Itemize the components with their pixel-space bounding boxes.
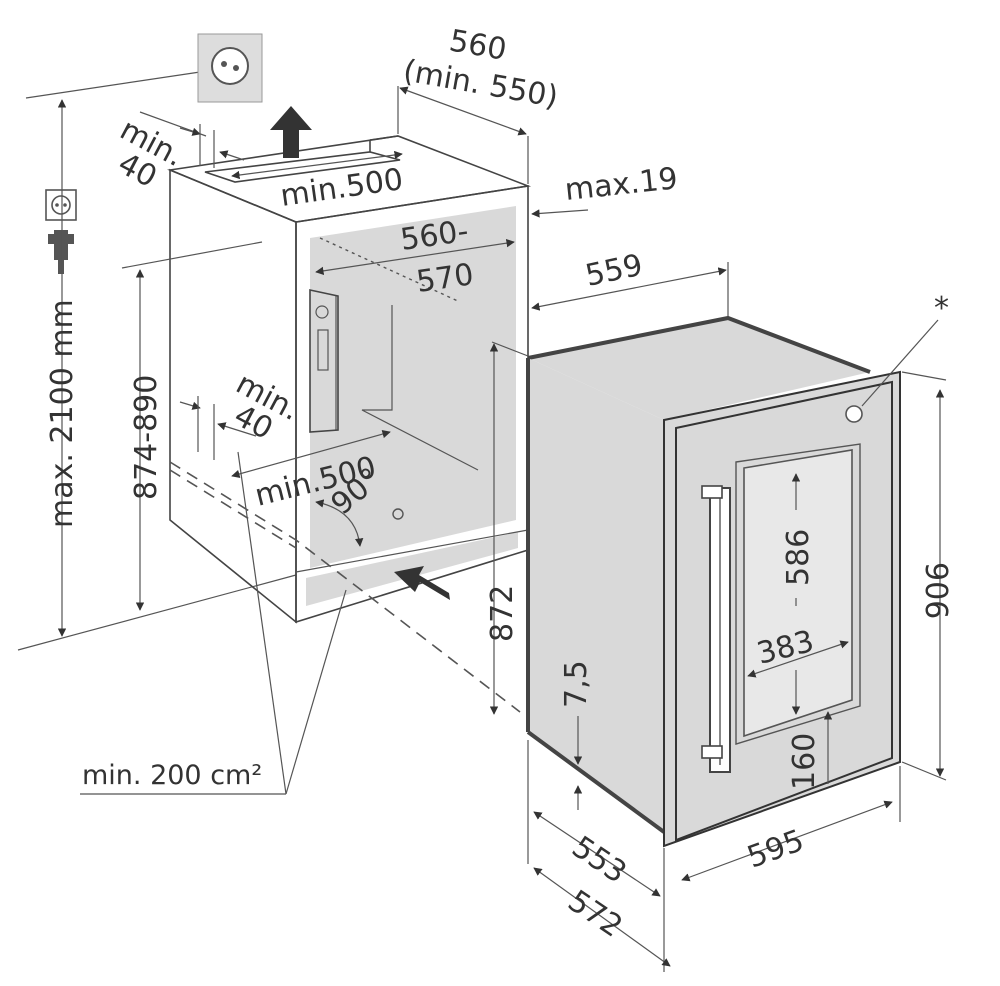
floor-line [17, 574, 297, 651]
label-depth-553: 553 [566, 830, 633, 891]
ceiling-line [25, 71, 201, 99]
label-max-2100: max. 2100 mm [45, 299, 80, 528]
socket-symbol-icon [45, 189, 77, 221]
appliance-side [528, 358, 664, 832]
label-offset-7-5: 7,5 [559, 660, 594, 708]
label-width-595: 595 [743, 823, 809, 875]
dimension-lines [57, 86, 947, 972]
label-width-559: 559 [582, 248, 645, 294]
label-height-872: 872 [485, 585, 520, 642]
label-min500-top: min.500 [278, 162, 405, 214]
label-depth-572: 572 [562, 884, 629, 945]
appliance-top [528, 318, 870, 420]
plug-icon [48, 230, 74, 274]
label-vent-area: min. 200 cm² [82, 760, 262, 791]
wall-socket-icon [197, 33, 263, 103]
glass-window [743, 449, 853, 738]
label-height-906: 906 [918, 562, 953, 619]
arrow-in-icon [394, 566, 450, 600]
label-max19: max.19 [563, 161, 679, 208]
label-asterisk: * [934, 291, 949, 326]
appliance [526, 315, 939, 848]
sensor-dot-icon [845, 405, 863, 423]
label-glass-586: 586 [781, 529, 816, 586]
dimension-labels: 560 (min. 550) min. 40 min.500 max.19 56… [45, 23, 953, 944]
label-depth-570: 570 [414, 257, 476, 300]
label-base-160: 160 [787, 733, 822, 790]
arrow-up-icon [270, 106, 312, 158]
label-height-874-890: 874-890 [129, 375, 164, 500]
